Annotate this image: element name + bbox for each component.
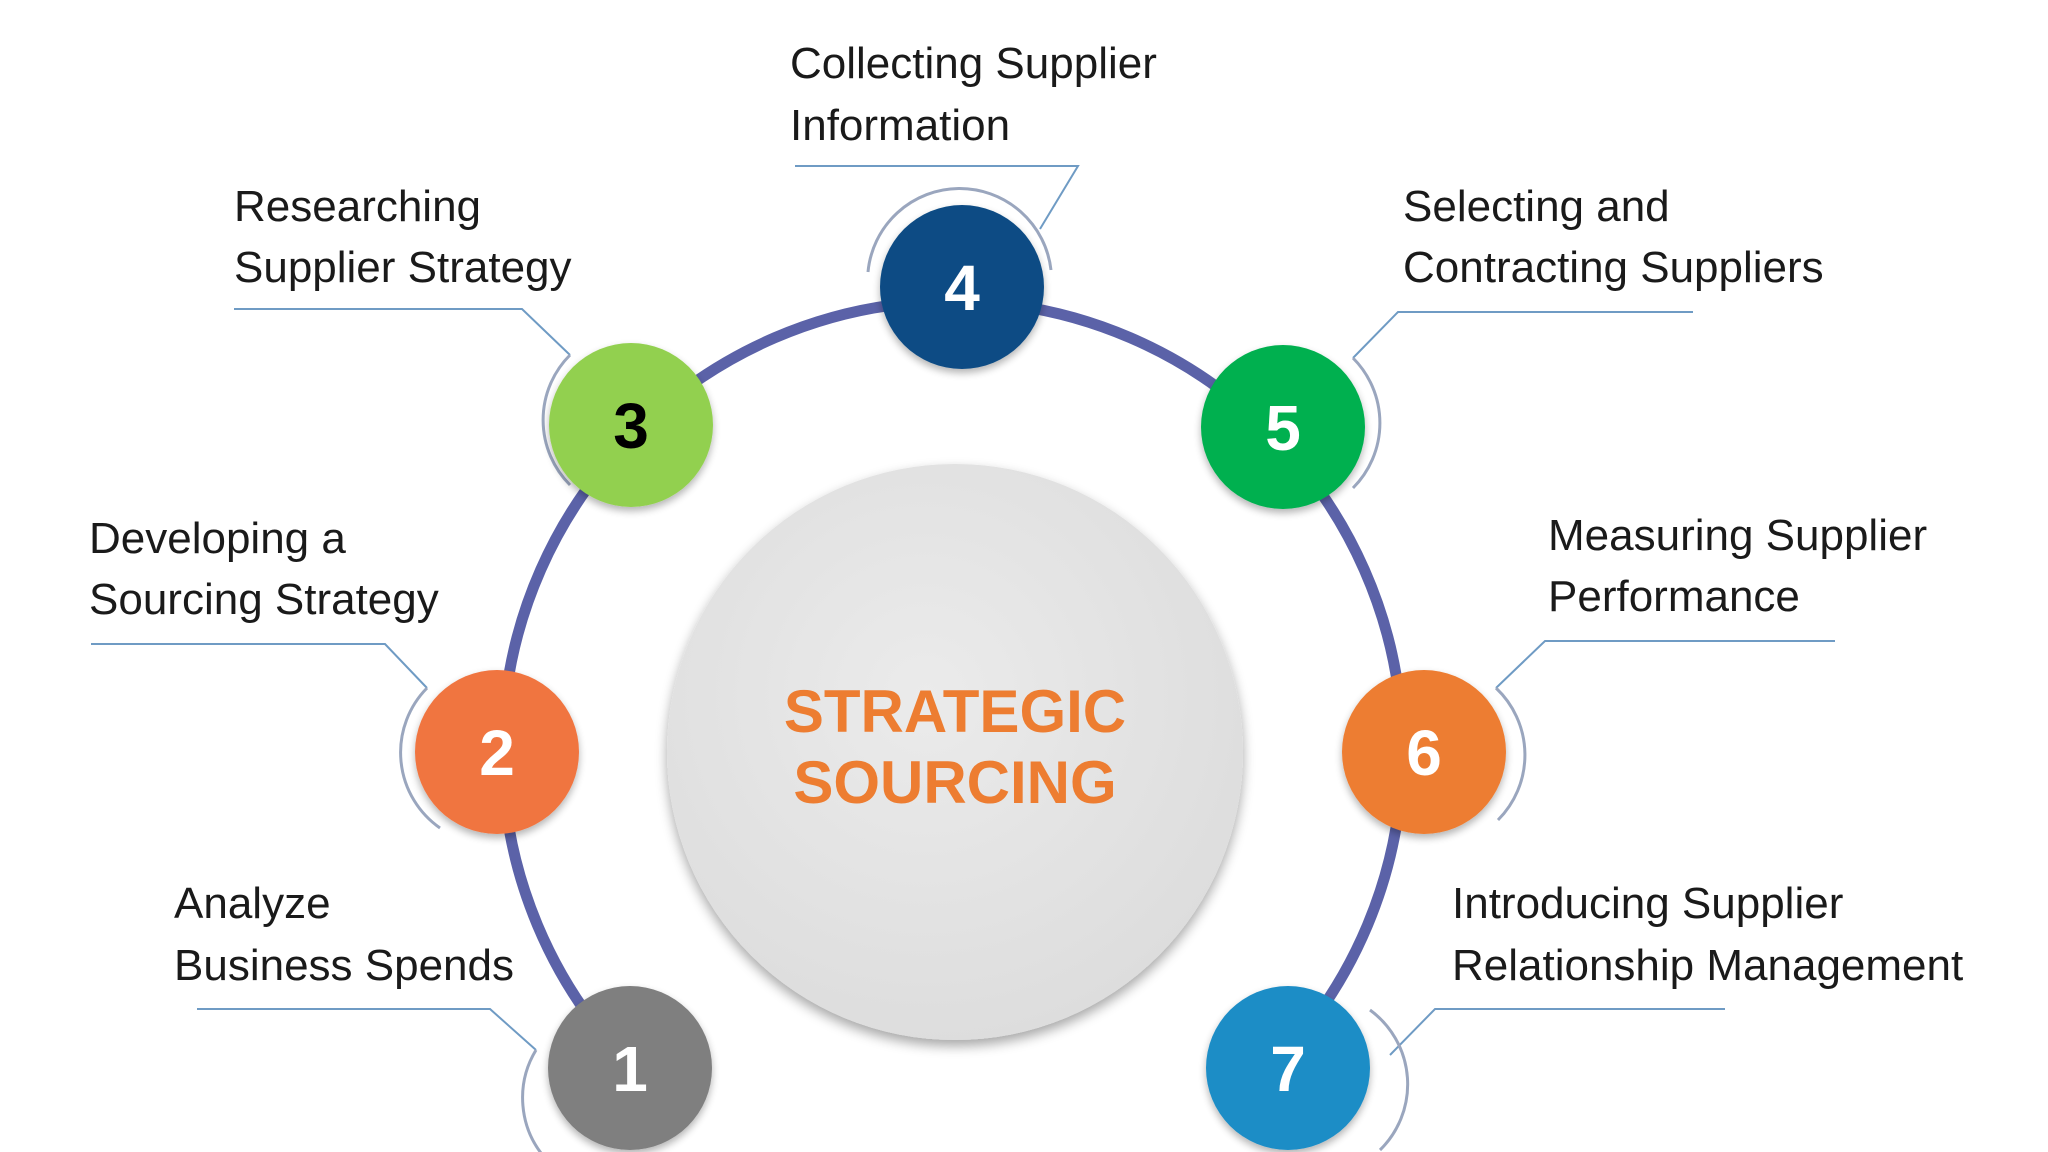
step-1-leader-line	[197, 1008, 537, 1051]
step-6-leader-line	[1495, 640, 1835, 689]
step-2-label-line2: Sourcing Strategy	[89, 575, 439, 624]
step-1-number: 1	[612, 1033, 648, 1105]
step-5-label-line1: Selecting and	[1403, 182, 1670, 231]
center-title-line2: SOURCING	[793, 749, 1116, 816]
step-3: 3 Researching Supplier Strategy	[234, 182, 713, 507]
step-6-label-line2: Performance	[1548, 572, 1800, 621]
step-3-label-line2: Supplier Strategy	[234, 243, 572, 292]
step-1-halo-arc	[521, 1049, 543, 1152]
step-1-circle	[548, 986, 712, 1150]
center-title-line1: STRATEGIC	[784, 678, 1126, 745]
step-2-halo-arc	[399, 686, 441, 830]
step-7-circle	[1206, 986, 1370, 1150]
step-4: 4 Collecting Supplier Information	[790, 39, 1157, 369]
center-hub: STRATEGIC SOURCING	[667, 464, 1243, 1040]
step-1: 1 Analyze Business Spends	[174, 879, 712, 1152]
step-3-halo-arc	[541, 353, 572, 487]
step-2-label-line1: Developing a	[89, 514, 346, 563]
step-7-number: 7	[1270, 1033, 1306, 1105]
step-5-number: 5	[1265, 392, 1301, 464]
step-5-leader-line	[1352, 311, 1693, 359]
center-circle	[667, 464, 1243, 1040]
step-4-number: 4	[944, 252, 980, 324]
step-6-label-line1: Measuring Supplier	[1548, 511, 1927, 560]
step-2-circle	[415, 670, 579, 834]
step-4-label-line1: Collecting Supplier	[790, 39, 1157, 88]
step-5-circle	[1201, 345, 1365, 509]
step-1-label-line1: Analyze	[174, 879, 331, 928]
step-4-halo-arc	[866, 187, 1053, 273]
step-6-number: 6	[1406, 717, 1442, 789]
step-3-circle	[549, 343, 713, 507]
step-5-label-line2: Contracting Suppliers	[1403, 243, 1824, 292]
step-5-halo-arc	[1351, 356, 1382, 490]
step-3-number: 3	[613, 390, 649, 462]
step-4-label-line2: Information	[790, 101, 1010, 150]
step-7: 7 Introducing Supplier Relationship Mana…	[1206, 879, 1963, 1152]
step-6-halo-arc	[1494, 686, 1527, 822]
step-7-halo-arc	[1369, 1008, 1410, 1152]
step-1-label-line2: Business Spends	[174, 941, 514, 990]
step-3-leader-line	[234, 308, 571, 356]
step-7-leader-line	[1389, 1008, 1725, 1056]
step-2: 2 Developing a Sourcing Strategy	[89, 514, 579, 834]
step-5: 5 Selecting and Contracting Suppliers	[1201, 182, 1824, 509]
step-2-number: 2	[479, 717, 515, 789]
step-4-circle	[880, 205, 1044, 369]
step-6-circle	[1342, 670, 1506, 834]
step-2-leader-line	[91, 643, 428, 689]
step-7-label-line2: Relationship Management	[1452, 941, 1963, 990]
step-7-label-line1: Introducing Supplier	[1452, 879, 1843, 928]
step-4-leader-line	[795, 165, 1080, 230]
step-6: 6 Measuring Supplier Performance	[1342, 511, 1927, 834]
step-3-label-line1: Researching	[234, 182, 481, 231]
